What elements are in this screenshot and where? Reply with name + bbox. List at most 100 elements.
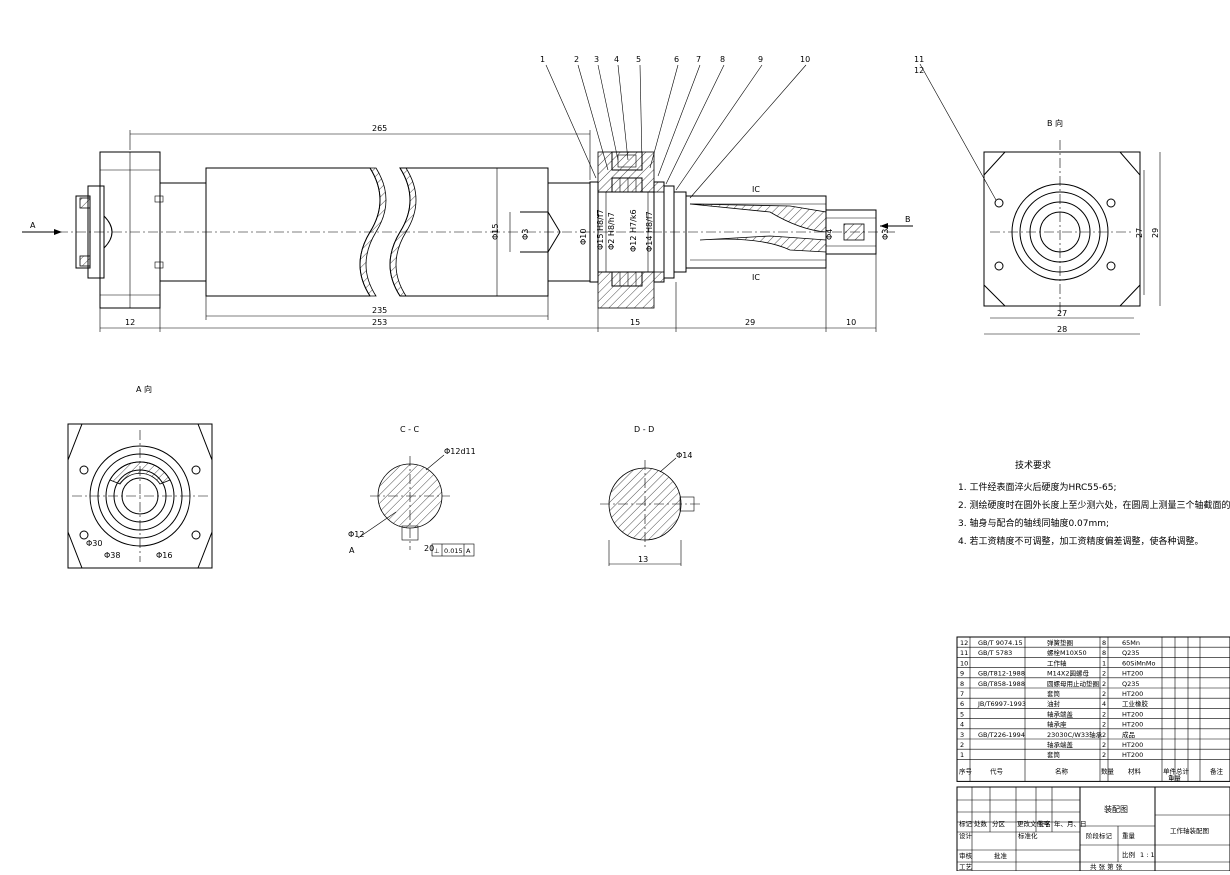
title-block: 装配图 工作轴装配图 标记 处数 分区 更改文件号 签名 年、月、日 设计 标准… (956, 786, 1230, 872)
bom-cell-qty: 2 (1102, 751, 1106, 759)
bom-cell-name: M14X2圆螺母 (1047, 669, 1089, 678)
view-a: A 向 Φ30 Φ38 Φ16 (67, 384, 213, 569)
tb-label-sign: 签名 (1038, 819, 1051, 828)
section-dd-callout: Φ14 (676, 451, 692, 460)
tb-label-count: 处数 (974, 819, 988, 828)
bom-header-cell: 代号 (990, 766, 1004, 775)
bolt-holes-a (79, 465, 201, 540)
bom-cell-no: 9 (960, 670, 964, 678)
bom-cell-no: 12 (960, 639, 968, 647)
tb-label-std: 标准化 (1018, 831, 1038, 840)
bom-cell-qty: 4 (1102, 700, 1106, 708)
section-cc-tol-datum: A (466, 547, 471, 555)
dim-overall-top: 265 (372, 124, 387, 133)
tb-scale: 1 : 1 (1140, 851, 1155, 859)
balloon-11: 11 (914, 55, 924, 64)
tb-company: 工作轴装配图 (1170, 826, 1209, 835)
tb-label-change: 更改文件号 (1017, 819, 1050, 828)
bom-cell-qty: 2 (1102, 690, 1106, 698)
view-b-dim-side-inner: 27 (1135, 228, 1144, 238)
bom-cell-name: 轴承端盖 (1047, 740, 1074, 749)
tb-drawing-name: 装配图 (1104, 804, 1128, 814)
bom-cell-name: 弹簧垫圈 (1047, 638, 1073, 647)
main-assembly-view: A B (22, 55, 913, 332)
bom-cell-name: 23030C/W33轴承 (1047, 730, 1103, 739)
balloon-8: 8 (720, 55, 725, 64)
section-dd-dim: 13 (638, 555, 648, 564)
tb-label-mark: 标记 (959, 819, 973, 828)
bom-cell-name: 油封 (1047, 699, 1061, 708)
bom-cell-material: HT200 (1122, 751, 1143, 759)
bom-header-cell: 总计 (1176, 766, 1190, 775)
bom-header-cell: 单件 (1163, 766, 1177, 775)
section-cc-datum-dia: Φ12 (348, 530, 364, 539)
bom-cell-material: HT200 (1122, 670, 1143, 678)
bom-cell-qty: 2 (1102, 741, 1106, 749)
cut-label-top: IC (752, 185, 760, 194)
cut-label-bottom: IC (752, 273, 760, 282)
bom-cell-material: HT200 (1122, 690, 1143, 698)
balloon-9: 9 (758, 55, 763, 64)
bom-cell-name: 轴承座 (1047, 720, 1067, 729)
bom-cell-no: 6 (960, 700, 964, 708)
balloon-4: 4 (614, 55, 619, 64)
bom-cell-name: 工作轴 (1047, 658, 1067, 667)
bom-cell-qty: 2 (1102, 731, 1106, 739)
bom-header-cell: 序号 (959, 766, 973, 775)
balloon-2: 2 (574, 55, 579, 64)
view-a-dia-30: Φ30 (86, 539, 102, 548)
bom-cell-material: 65Mn (1122, 639, 1140, 647)
bom-cell-qty: 2 (1102, 680, 1106, 688)
bom-cell-no: 10 (960, 659, 968, 667)
bom-cell-qty: 2 (1102, 721, 1106, 729)
balloon-6: 6 (674, 55, 679, 64)
bom-cell-code: GB/T858-1988 (978, 680, 1025, 688)
fit-2: Φ2 H8/h7 (607, 212, 616, 250)
section-cc-tol-value: 0.015 (444, 547, 463, 555)
tb-label-scale: 比例 (1122, 850, 1135, 859)
bom-cell-code: GB/T226-1994 (978, 731, 1025, 739)
view-a-title: A 向 (136, 384, 152, 394)
tb-label-weight: 重量 (1122, 832, 1136, 840)
bom-cell-material: Q235 (1122, 680, 1140, 688)
bom-cell-material: HT200 (1122, 710, 1143, 718)
bom-cell-qty: 8 (1102, 639, 1106, 647)
bom-cell-material: 成品 (1122, 730, 1135, 739)
dia-10: Φ10 (579, 229, 588, 245)
section-cc-datum-letter: A (349, 546, 355, 555)
dim-tip-length: 10 (846, 318, 856, 327)
tech-req-2: 2. 测绘硬度时在圆外长度上至少测六处，在圆周上测量三个轴截面的四点; (958, 499, 1230, 511)
bom-cell-material: 60SiMnMo (1122, 659, 1156, 667)
bom-cell-no: 4 (960, 721, 964, 729)
bom-cell-name: 套筒 (1047, 750, 1061, 759)
balloon-5: 5 (636, 55, 641, 64)
tb-label-design: 设计 (959, 831, 973, 840)
view-b-title: B 向 (1047, 118, 1063, 128)
tb-label-approve: 批准 (994, 851, 1008, 860)
tb-label-process: 工艺 (959, 863, 973, 871)
bom-cell-no: 8 (960, 680, 964, 688)
tb-label-date: 年、月、日 (1054, 819, 1087, 828)
tech-req-3: 3. 轴身与配合的轴线同轴度0.07mm; (958, 517, 1109, 529)
bom-cell-code: GB/T812-1988 (978, 670, 1025, 678)
bom-cell-name: 圆螺母用止动垫圈 (1047, 679, 1099, 688)
bom-cell-no: 3 (960, 731, 964, 739)
tech-req-heading: 技术要求 (1015, 459, 1051, 471)
bom-cell-name: 轴承端盖 (1047, 709, 1074, 718)
bom-cell-no: 5 (960, 710, 964, 718)
bom-cell-material: HT200 (1122, 721, 1143, 729)
fit-1: Φ15 H8/f7 (596, 209, 605, 250)
dim-tool-length: 29 (745, 318, 755, 327)
bom-header-cell: 备注 (1210, 766, 1224, 775)
section-b-letter: B (905, 215, 911, 224)
bom-header-cell: 材料 (1128, 766, 1142, 775)
tb-label-review: 审核 (959, 851, 973, 860)
section-a-letter: A (30, 221, 36, 230)
balloon-7: 7 (696, 55, 701, 64)
bom-cell-qty: 1 (1102, 659, 1106, 667)
bom-cell-no: 11 (960, 649, 968, 657)
bom-cell-material: 工业橡胶 (1122, 699, 1149, 708)
bom-header-cell: 名称 (1055, 766, 1069, 775)
bom-cell-code: GB/T 9074.15 (978, 639, 1023, 647)
